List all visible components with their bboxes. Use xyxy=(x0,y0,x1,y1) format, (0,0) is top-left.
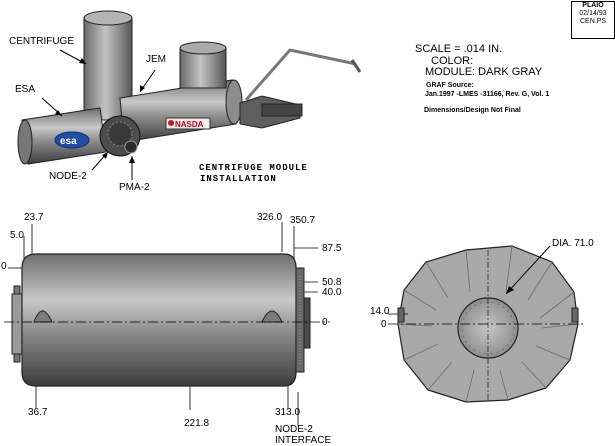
source-reference: Jan.1997 -LMES -31166, Rev. G, Vol. 1 xyxy=(425,91,550,98)
dim-0-mid: 0 xyxy=(322,317,328,328)
stamp-line-2: 02/14/93 xyxy=(579,10,607,17)
dim-dia-71: DIA. 71.0 xyxy=(552,238,594,249)
esa-endcap xyxy=(17,119,33,165)
color-label: COLOR: xyxy=(431,55,474,67)
left-trunnion xyxy=(33,310,53,323)
dim-350-7: 350.7 xyxy=(290,215,316,226)
dim-36-7: 36.7 xyxy=(28,407,48,418)
stamp-line-1: PLAIO xyxy=(582,2,604,9)
node2-hatch xyxy=(107,121,133,147)
nasda-logo-text: NASDA xyxy=(175,120,204,129)
dim-0-left: 0 xyxy=(1,261,7,272)
dia-leader xyxy=(505,245,551,295)
left-flange xyxy=(11,293,23,355)
left-flange-cap-bottom xyxy=(13,353,21,363)
module-color-text: MODULE: DARK GRAY xyxy=(425,66,543,78)
stamp-line-3: CEN.PS xyxy=(579,18,607,25)
jem-arrow xyxy=(140,85,145,92)
node2-label: NODE-2 xyxy=(49,171,87,182)
nasda-logo-mark xyxy=(168,120,174,126)
esa-logo-text: esa xyxy=(60,136,77,147)
centrifuge-top-cap xyxy=(83,10,133,26)
end-view-facets xyxy=(397,245,579,403)
dim-23-7: 23.7 xyxy=(24,212,44,223)
right-endcone xyxy=(295,267,305,373)
jem-logistics-cap xyxy=(179,41,227,55)
esa-logo xyxy=(54,131,90,149)
title-line-2: INSTALLATION xyxy=(200,174,277,184)
jem-arm-end xyxy=(350,59,362,73)
jem-logistics-module xyxy=(179,47,227,89)
esa-arrow xyxy=(55,110,62,116)
dia-arrow xyxy=(506,286,514,294)
side-view xyxy=(4,222,330,426)
module-side-body xyxy=(21,253,297,387)
pma2-adapter xyxy=(124,140,138,154)
jem-robot-arm xyxy=(244,48,357,101)
dim-14-0: 14.0 xyxy=(370,306,390,317)
jem-label: JEM xyxy=(146,54,166,65)
dim-5-0: 5.0 xyxy=(10,230,24,241)
iso-illustration: esa NASDA xyxy=(17,10,362,180)
dimensions-note: Dimensions/Design Not Final xyxy=(424,107,521,114)
title-stamp: PLAIO 02/14/93 CEN.PS xyxy=(571,1,615,39)
esa-label: ESA xyxy=(15,84,36,95)
dim-0-end: 0 xyxy=(381,319,387,330)
end-view-tab-right xyxy=(571,307,579,323)
dim-221-8: 221.8 xyxy=(184,418,210,429)
dim-40-0: 40.0 xyxy=(322,287,342,298)
centrifuge-arrow xyxy=(79,58,86,64)
title-line-1: CENTRIFUGE MODULE xyxy=(199,163,308,173)
jem-pallet xyxy=(261,103,303,117)
centrifuge-label: CENTRIFUGE xyxy=(9,36,74,47)
dim-50-8: 50.8 xyxy=(322,277,342,288)
end-view xyxy=(388,245,586,403)
nasda-logo xyxy=(165,117,211,130)
end-view-tab-left xyxy=(397,307,405,323)
right-port-ring xyxy=(303,297,311,349)
pma2-label: PMA-2 xyxy=(119,182,150,193)
scale-text: SCALE = .014 IN. xyxy=(415,43,503,55)
graf-source-label: GRAF Source: xyxy=(426,82,474,89)
dim-87-5: 87.5 xyxy=(322,243,342,254)
node2-arrow xyxy=(102,152,108,159)
dim-313-0: 313.0 xyxy=(275,407,301,418)
node2-interface-line-1: NODE-2 xyxy=(275,424,313,435)
node2-interface-line-2: INTERFACE xyxy=(275,435,332,446)
dim-326-0: 326.0 xyxy=(257,212,283,223)
left-flange-cap-top xyxy=(13,285,21,295)
pma2-arrow xyxy=(129,156,135,163)
